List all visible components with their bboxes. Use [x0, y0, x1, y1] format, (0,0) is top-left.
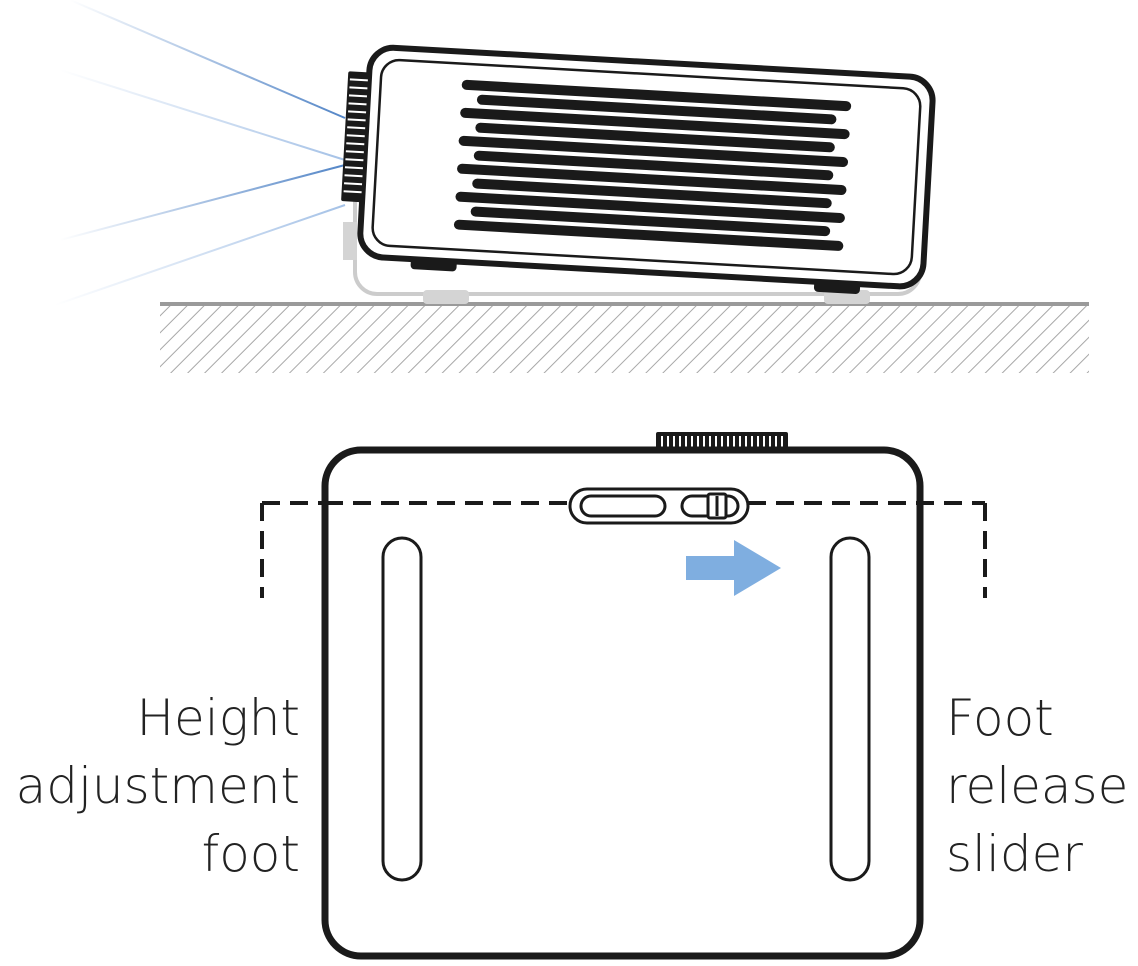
label-line: Foot: [946, 689, 1054, 747]
label-line: slider: [946, 825, 1083, 883]
label-line: adjustment: [15, 757, 300, 815]
front-foot: [410, 257, 457, 272]
bottom-body-outline: [321, 446, 924, 960]
height-adjustment-foot-strip: [381, 536, 423, 882]
extended-foot-outline: [260, 501, 987, 598]
rear-foot: [813, 279, 861, 294]
floor-surface: [160, 302, 1089, 373]
foot-release-slider-label: Foot release slider: [946, 684, 1128, 888]
label-line: Height: [136, 689, 300, 747]
light-beams: [54, 0, 346, 306]
projector-bottom-view: [260, 432, 987, 960]
projector-body-tilted: [341, 44, 936, 294]
label-line: foot: [201, 825, 300, 883]
height-adjustment-foot-label: Height adjustment foot: [16, 684, 300, 888]
foot-release-slider: [568, 487, 750, 525]
vent-slots: [453, 79, 852, 251]
projector-side-view: [54, 0, 1089, 373]
label-line: release: [946, 757, 1129, 815]
arrow-right-icon: [686, 540, 781, 596]
rubber-foot-strip-right: [829, 536, 871, 882]
